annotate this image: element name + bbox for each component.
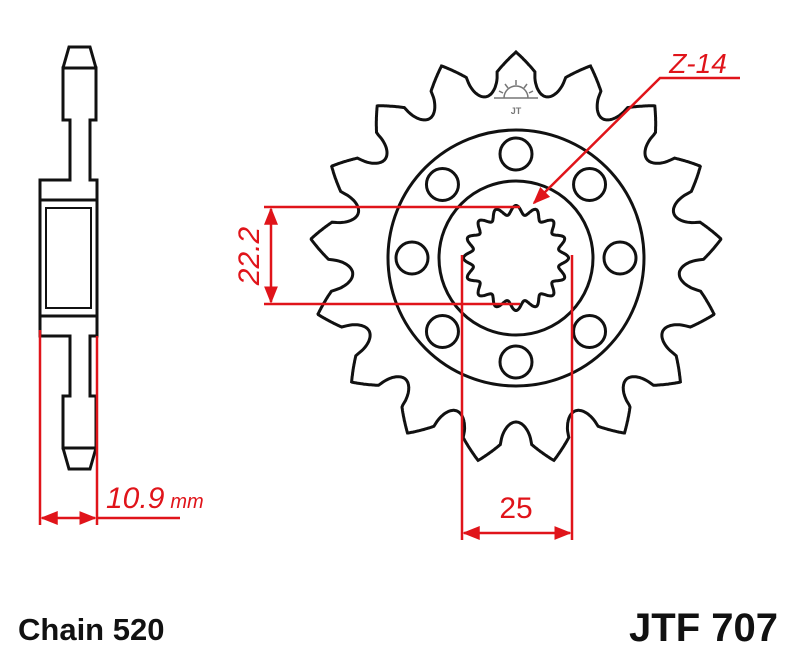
part-number-label: JTF 707 — [629, 606, 778, 650]
dimension-bore: 22.2 — [233, 205, 520, 306]
spline-dimension-label: 25 — [499, 492, 532, 525]
jt-logo: JT — [494, 80, 538, 116]
bore-dimension-label: 22.2 — [233, 226, 266, 286]
profile-upper-section — [38, 66, 99, 202]
hole — [602, 240, 638, 276]
hole — [498, 136, 534, 172]
svg-text:JT: JT — [511, 106, 522, 116]
hole — [498, 344, 534, 380]
profile-top-tip — [61, 45, 98, 69]
dimension-teeth: Z-14 — [532, 48, 740, 205]
sprocket-front-view: JT — [309, 49, 723, 463]
bolt-ring-circle — [386, 128, 646, 388]
profile-bore — [38, 198, 99, 318]
hole — [424, 166, 460, 202]
profile-bore-inner — [45, 207, 92, 309]
sprocket-teeth-outline — [309, 49, 723, 463]
dimension-spline: 25 — [460, 255, 574, 540]
lightening-holes — [394, 136, 638, 380]
chain-label: Chain 520 — [18, 612, 165, 647]
hole — [572, 166, 608, 202]
teeth-count-label: Z-14 — [668, 48, 727, 79]
side-profile — [38, 45, 99, 471]
profile-lower-section — [38, 314, 99, 450]
hub-circle — [437, 179, 595, 337]
hole — [424, 314, 460, 350]
hole — [394, 240, 430, 276]
profile-bottom-tip — [61, 447, 98, 471]
spline-bore — [462, 204, 570, 312]
hole — [572, 314, 608, 350]
